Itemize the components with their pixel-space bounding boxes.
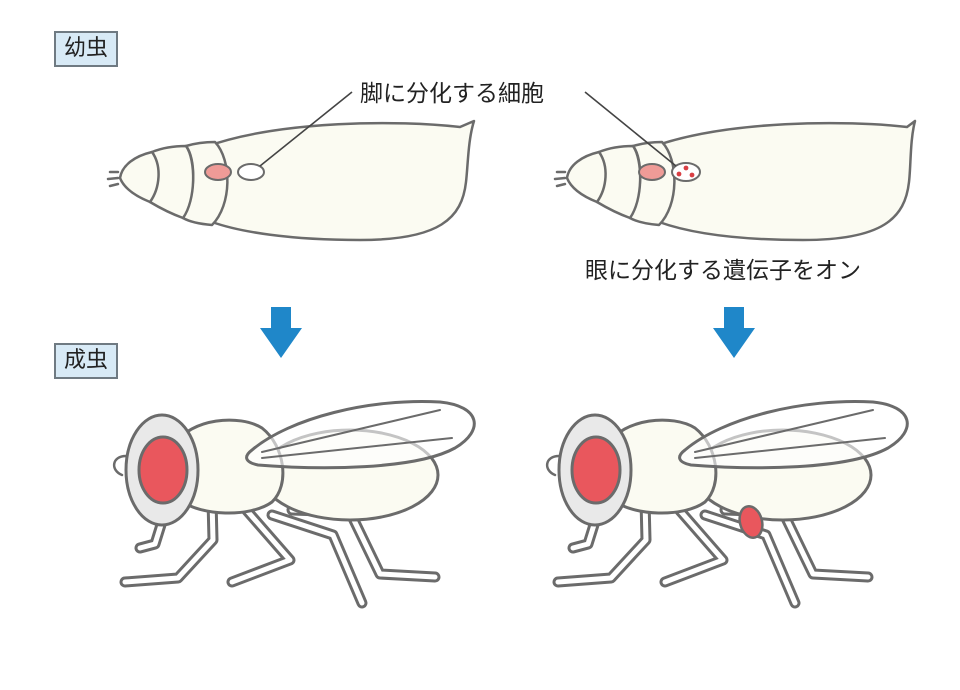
arrow-down-icon: [260, 307, 302, 358]
fly-left-antenna: [113, 454, 128, 477]
larva-left-leg-cell: [237, 163, 265, 181]
leader-line-left: [259, 91, 353, 167]
fly-left-wing-veins: [261, 409, 453, 459]
larva-right-mouth-hooks: [553, 170, 567, 188]
fly-left-wing: [245, 400, 476, 470]
leader-line-right: [584, 91, 677, 167]
larva-right-body: [650, 119, 917, 242]
fly-right-wing: [678, 400, 909, 470]
larva-stage-label: 幼虫: [54, 31, 119, 67]
fly-left: [113, 400, 476, 609]
fly-left-thorax: [173, 418, 285, 515]
larva-right: [553, 119, 917, 242]
fly-right-ectopic-eye: [738, 505, 764, 539]
leg-cells-caption: 脚に分化する細胞: [360, 81, 544, 107]
larva-left-mouth-hooks: [106, 170, 120, 188]
fly-right-wing-veins: [694, 409, 886, 459]
red-cell-dot: [683, 165, 689, 171]
larva-left: [106, 119, 476, 242]
red-cell-dot: [676, 171, 682, 177]
eye-gene-caption: 眼に分化する遺伝子をオン: [585, 258, 861, 284]
larva-left-head: [118, 150, 160, 204]
arrow-down-icon: [713, 307, 755, 358]
fly-right-eye: [570, 435, 622, 505]
larva-left-body: [203, 119, 476, 242]
larva-left-eye-cell: [204, 163, 232, 181]
larva-right-eye-cell: [638, 163, 666, 181]
red-cell-dot: [689, 172, 695, 178]
adult-stage-label: 成虫: [54, 343, 119, 379]
fly-left-eye: [137, 435, 189, 505]
larva-right-head: [565, 150, 607, 204]
fly-left-legs-inner: [122, 497, 438, 606]
fly-right-antenna: [546, 454, 561, 477]
leader-lines: [259, 91, 677, 167]
fly-right-thorax: [606, 418, 718, 515]
fly-right: [546, 400, 909, 609]
